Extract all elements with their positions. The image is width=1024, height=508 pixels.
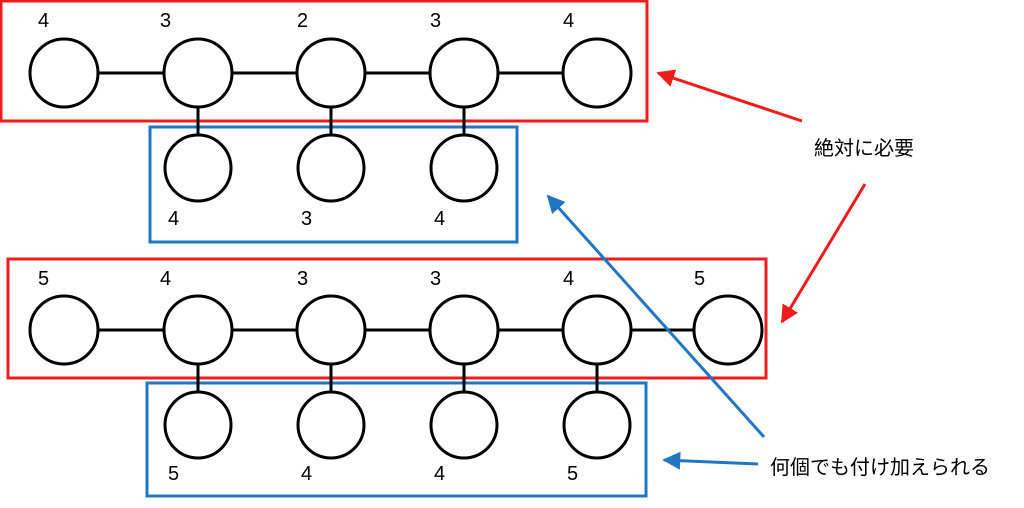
graph2-spine-label: 5: [38, 268, 49, 290]
graph1-spine-node: [162, 37, 234, 109]
graph2-leaf-label: 4: [434, 463, 445, 485]
required-arrow-bottom: [780, 183, 867, 324]
graph1-leaf-label: 4: [434, 208, 445, 230]
graph1-spine-node: [28, 37, 100, 109]
graph1-leaf-label: 3: [301, 208, 312, 230]
graph2-spine-node: [428, 294, 500, 366]
graph1-spine-label: 4: [38, 10, 49, 32]
graph1-leaf-label: 4: [168, 208, 179, 230]
graph1-required-box: [0, 0, 649, 123]
addable-arrow-bottom: [662, 451, 759, 470]
graph2-addable-box: [145, 381, 648, 498]
graph1-spine-label: 4: [563, 10, 574, 32]
graph2-leaf-node: [296, 390, 366, 460]
graph2-leaf-label: 5: [168, 463, 179, 485]
addable-arrow-top: [546, 194, 766, 439]
graph1-spine-label: 3: [160, 10, 171, 32]
graph2-spine-label: 5: [694, 268, 705, 290]
graph1-addable-box: [148, 125, 519, 244]
addable-annotation: 何個でも付け加えられる: [770, 455, 990, 479]
graph2-spine-node: [692, 294, 764, 366]
graph2-spine-label: 3: [430, 268, 441, 290]
graph2-leaf-label: 4: [301, 463, 312, 485]
graph2-leaf-node: [163, 390, 233, 460]
graph1-leaf-node: [163, 133, 233, 203]
graph2-spine-label: 4: [563, 268, 574, 290]
required-arrow-top: [656, 69, 803, 123]
graph2-spine-node: [28, 294, 100, 366]
graph1-leaf-node: [296, 133, 366, 203]
graph1-spine-node: [561, 37, 633, 109]
graph1-spine-label: 2: [297, 10, 308, 32]
required-annotation: 絶対に必要: [814, 136, 914, 160]
graph2-leaf-node: [562, 390, 632, 460]
graph1-spine-node: [295, 37, 367, 109]
graph2-required-box: [6, 257, 768, 380]
graph2-leaf-label: 5: [567, 463, 578, 485]
graph2-spine-node: [561, 294, 633, 366]
graph2-spine-label: 4: [160, 268, 171, 290]
graph2-spine-node: [295, 294, 367, 366]
graph2-spine-label: 3: [297, 268, 308, 290]
graph1-spine-label: 3: [430, 10, 441, 32]
graph2-leaf-node: [429, 390, 499, 460]
graph2-spine-node: [162, 294, 234, 366]
graph1-spine-node: [428, 37, 500, 109]
graph1-leaf-node: [429, 133, 499, 203]
